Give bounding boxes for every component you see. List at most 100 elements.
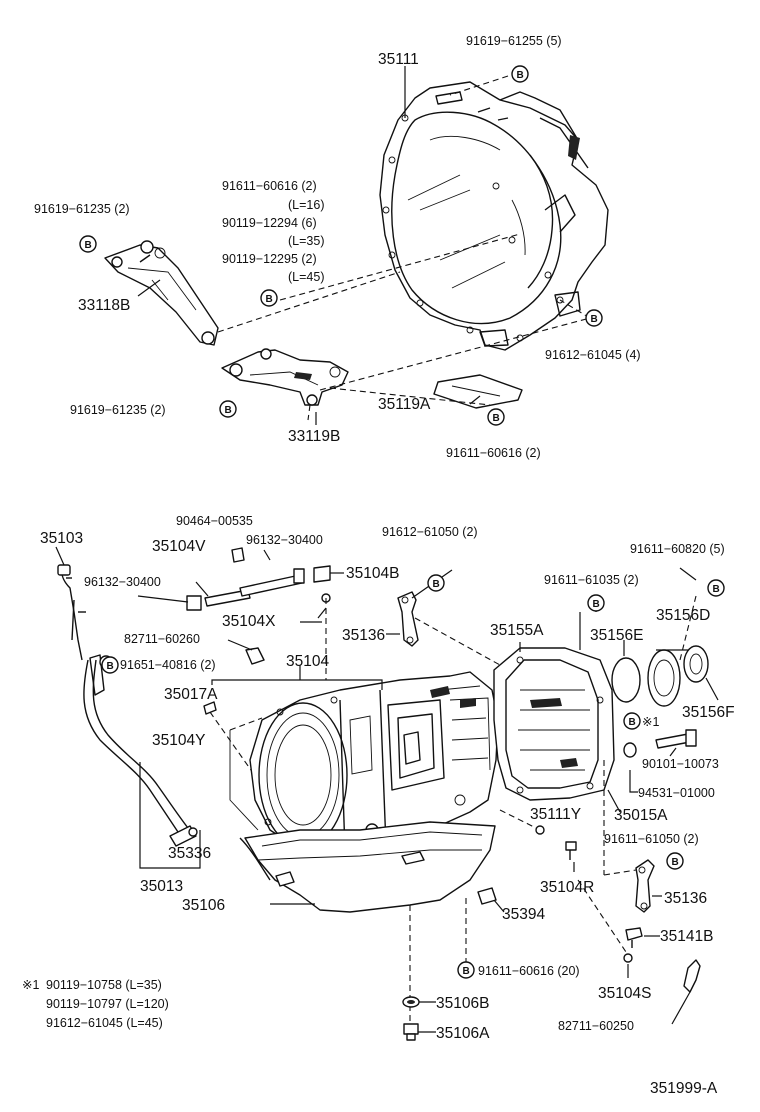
label-90119-12294: 90119−12294 (6) xyxy=(222,216,317,230)
b-marker: B xyxy=(457,961,475,979)
b-marker: B xyxy=(623,712,641,730)
b-marker: B xyxy=(427,574,445,592)
label-33119B: 33119B xyxy=(288,428,340,445)
bracket-35136-lower xyxy=(603,760,662,913)
leader-35015A xyxy=(607,789,621,813)
svg-text:B: B xyxy=(629,717,636,728)
svg-text:B: B xyxy=(107,661,114,672)
label-35106A: 35106A xyxy=(436,1025,490,1042)
dipstick-and-tube-35013 xyxy=(57,564,201,869)
label-94531-01000: 94531−01000 xyxy=(638,786,715,800)
seal-35156D xyxy=(647,649,691,707)
note-line-1: 90119−10758 (L=35) xyxy=(46,978,162,992)
part-35394 xyxy=(477,887,505,913)
bolt-markers: B B B B B B B B B B B B B xyxy=(79,65,725,979)
extension-housing-35155A xyxy=(493,612,615,801)
svg-text:B: B xyxy=(591,314,598,325)
label-82711-60260: 82711−60260 xyxy=(124,632,200,646)
label-91619-61235-mid: 91619−61235 (2) xyxy=(70,403,166,417)
bell-housing-35111 xyxy=(379,81,609,351)
label-35156F: 35156F xyxy=(682,704,735,721)
upper-leader-lines xyxy=(137,66,591,425)
svg-text:B: B xyxy=(493,413,500,424)
note-line-2: 90119−10797 (L=120) xyxy=(46,997,169,1011)
label-91611-60820: 91611−60820 (5) xyxy=(630,542,725,556)
label-91612-61050: 91612−61050 (2) xyxy=(382,525,478,539)
label-35394: 35394 xyxy=(502,906,545,923)
cooler-pipes xyxy=(137,547,344,680)
b-marker: B xyxy=(260,289,278,307)
ring-35104S xyxy=(577,879,633,978)
transmission-case-35104 xyxy=(211,665,499,857)
oil-pan-35106 xyxy=(239,821,496,1025)
label-35104S: 35104S xyxy=(598,985,651,1002)
b-marker: B xyxy=(487,408,505,426)
footnote: ※1 90119−10758 (L=35) 90119−10797 (L=120… xyxy=(22,978,169,1030)
plate-35119A xyxy=(433,374,523,409)
b-marker: B xyxy=(79,235,97,253)
bolt-35104R xyxy=(565,841,577,872)
label-96132-30400a: 96132−30400 xyxy=(246,533,323,547)
label-35119A: 35119A xyxy=(378,396,431,413)
note-line-3: 91612−61045 (L=45) xyxy=(46,1016,163,1030)
label-35156E: 35156E xyxy=(590,627,643,644)
label-35106: 35106 xyxy=(182,897,225,914)
svg-text:B: B xyxy=(672,857,679,868)
b-marker: B xyxy=(511,65,529,83)
label-35111Y: 35111Y xyxy=(530,806,581,823)
pin-35017A xyxy=(203,701,259,781)
part-35141B xyxy=(625,927,660,948)
svg-text:B: B xyxy=(713,584,720,595)
label-35104Y: 35104Y xyxy=(152,732,205,749)
label-33118B: 33118B xyxy=(78,297,130,314)
label-35103: 35103 xyxy=(40,530,83,547)
part-labels: 35111 91619−61255 (5) 91611−60616 (2) (L… xyxy=(34,34,735,1097)
diagram-code: 351999-A xyxy=(650,1080,718,1097)
label-91619-61255: 91619−61255 (5) xyxy=(466,34,562,48)
b-marker: B xyxy=(587,594,605,612)
label-90101-10073: 90101−10073 xyxy=(642,757,719,771)
svg-text:B: B xyxy=(517,70,524,81)
bracket-33119B xyxy=(221,348,349,406)
label-35104V: 35104V xyxy=(152,538,206,555)
gasket-35106B xyxy=(402,996,436,1008)
label-35141B: 35141B xyxy=(660,928,713,945)
label-35013: 35013 xyxy=(140,878,183,895)
label-35104B: 35104B xyxy=(346,565,399,582)
label-91611-60616-20: 91611−60616 (20) xyxy=(478,964,580,978)
label-90464-00535: 90464−00535 xyxy=(176,514,253,528)
drain-plug-35106A xyxy=(403,1023,436,1041)
svg-text:B: B xyxy=(463,966,470,977)
label-91611-61035: 91611−61035 (2) xyxy=(544,573,639,587)
label-l35: (L=35) xyxy=(288,234,324,248)
label-91611-60616-2a: 91611−60616 (2) xyxy=(222,179,317,193)
clamp-82711-60260 xyxy=(227,639,265,665)
label-35136b: 35136 xyxy=(664,890,707,907)
svg-text:B: B xyxy=(433,579,440,590)
label-35156D: 35156D xyxy=(656,607,710,624)
bearing-35156F xyxy=(683,645,719,701)
label-96132-30400b: 96132−30400 xyxy=(84,575,161,589)
b-marker: B xyxy=(585,309,603,327)
label-91619-61235-top: 91619−61235 (2) xyxy=(34,202,130,216)
label-35106B: 35106B xyxy=(436,995,489,1012)
bracket-35136-upper xyxy=(386,591,501,666)
label-91612-61045: 91612−61045 (4) xyxy=(545,348,641,362)
b-marker: B xyxy=(219,400,237,418)
washer-94531-01000 xyxy=(623,742,638,793)
note-marker: ※1 xyxy=(22,978,39,992)
svg-text:B: B xyxy=(266,294,273,305)
label-35336: 35336 xyxy=(168,845,211,862)
label-l16: (L=16) xyxy=(288,198,324,212)
svg-text:B: B xyxy=(85,240,92,251)
svg-text:B: B xyxy=(225,405,232,416)
bolt-90101-10073 xyxy=(655,729,697,757)
label-35155A: 35155A xyxy=(490,622,544,639)
label-35111: 35111 xyxy=(378,51,419,68)
label-35015A: 35015A xyxy=(614,807,668,824)
svg-text:B: B xyxy=(593,599,600,610)
label-l45: (L=45) xyxy=(288,270,324,284)
clamp-82711-60250 xyxy=(671,959,701,1025)
label-90119-12295: 90119−12295 (2) xyxy=(222,252,317,266)
